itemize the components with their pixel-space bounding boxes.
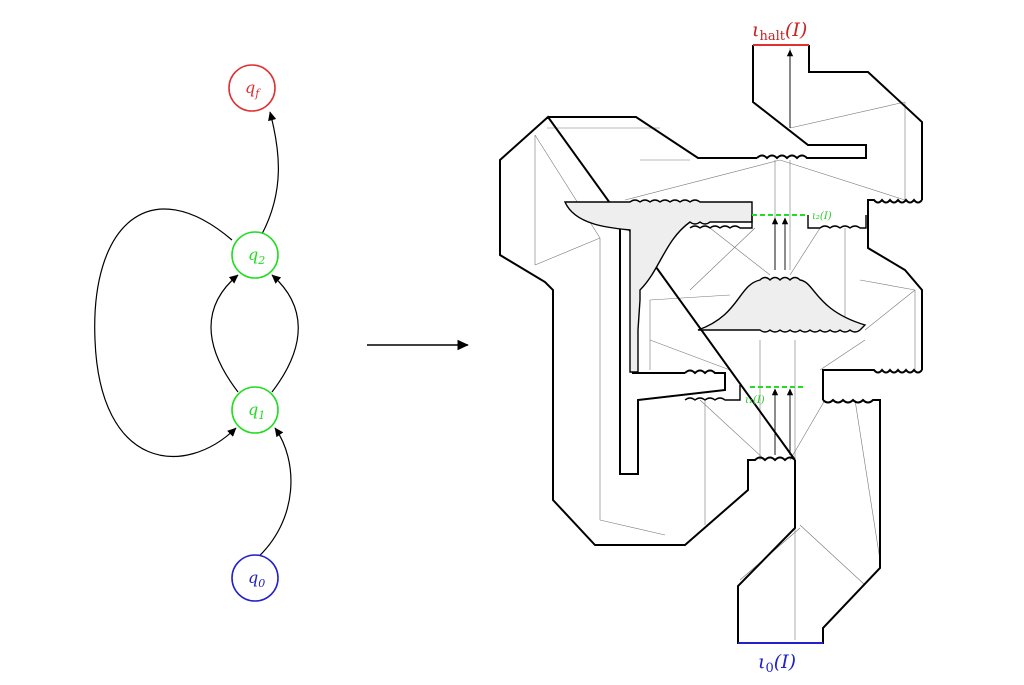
state-q2-label: q2 [248, 245, 265, 267]
outer-boundary [499, 45, 923, 644]
construction-lines [534, 48, 916, 640]
iota1-label: ι₁(I) [745, 395, 765, 406]
construction-shape: ιhalt(I) ι0(I) ι₂(I) ι₁(I) [499, 19, 923, 676]
edge-q1-q2-right [271, 274, 299, 393]
state-q1-label: q1 [248, 400, 265, 422]
gray-region-mound [697, 276, 867, 333]
state-qf: qf [228, 64, 276, 112]
edge-q2-qf [261, 111, 279, 235]
wavy-connector-top [689, 215, 753, 229]
wavy-connector-lower [684, 385, 741, 401]
state-q0-label: q0 [248, 568, 265, 590]
iota2-label: ι₂(I) [812, 211, 832, 222]
state-qf-label: qf [245, 78, 261, 100]
wavy-connector-top-right [807, 215, 867, 229]
edge-q1-q2-left [210, 274, 239, 393]
gray-region-t [563, 199, 753, 373]
halt-label: ιhalt(I) [752, 19, 807, 44]
start-label: ι0(I) [758, 651, 796, 676]
edge-q2-q1-loop [94, 208, 237, 458]
state-q1: q1 [231, 386, 279, 434]
state-q2: q2 [231, 231, 279, 279]
edge-q0-q1 [254, 427, 292, 561]
flow-arrows [771, 49, 794, 455]
automaton-graph: qf q2 q1 q0 [94, 64, 299, 602]
state-q0: q0 [231, 554, 279, 602]
